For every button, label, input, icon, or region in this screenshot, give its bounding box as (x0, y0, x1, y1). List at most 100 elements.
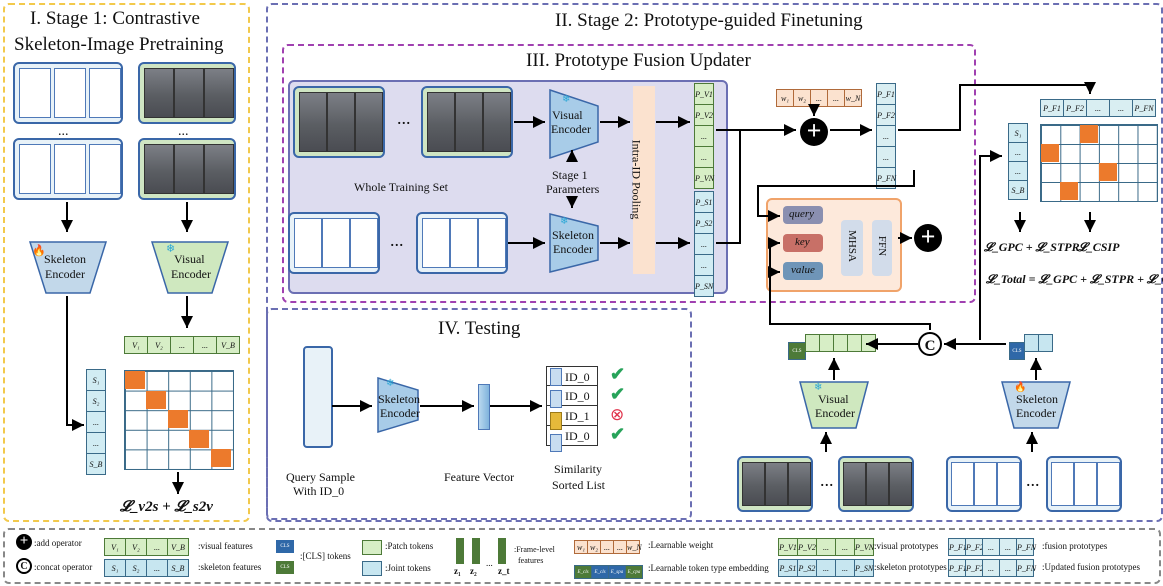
pf-cell: P_F2 (876, 104, 896, 126)
visual-token-row: CLS (788, 334, 876, 360)
legend-frame-level2: features (518, 556, 544, 565)
s-token: S_B (86, 453, 106, 475)
s-token: ... (86, 432, 106, 454)
value-label: value (791, 264, 815, 276)
s-cell: ... (1008, 161, 1028, 181)
legend-z1: z₁ (454, 566, 461, 576)
stage1-skeleton-encoder (28, 241, 108, 294)
snowflake-icon: ❄ (560, 216, 569, 227)
fire-icon: 🔥 (32, 245, 46, 257)
right-person-images-left (737, 456, 813, 512)
cross-icon: ⊗ (610, 405, 625, 424)
legend-frame-level1: :Frame-level (514, 545, 555, 554)
legend-s-cell: S₁ (104, 559, 126, 577)
similarity-label2: Sorted List (552, 478, 605, 492)
feature-vector-bar (478, 384, 490, 430)
feature-vector-label: Feature Vector (444, 470, 515, 484)
right-s-column: S₁ ... ... S_B (1008, 123, 1028, 200)
stage1-skeleton-encoder-label2: Encoder (45, 267, 85, 281)
stage1-dots-left: ... (58, 124, 69, 139)
legend-pf-cell: ... (999, 538, 1017, 556)
key-box (783, 234, 823, 252)
legend-ps-cell: ... (816, 559, 836, 577)
legend-e-cell: E_spa (608, 565, 626, 579)
right-visual-encoder (799, 381, 869, 429)
stage1-visual-encoder-label2: Encoder (171, 267, 211, 281)
id-icon-column (550, 368, 562, 452)
cls-token: CLS (788, 342, 806, 360)
cls-token: CLS (1009, 342, 1025, 360)
legend-z2: z₂ (470, 566, 477, 576)
s-token: ... (86, 411, 106, 433)
legend-pv-row: P_V1P_V2......P_VN (778, 537, 874, 556)
stage1-visual-encoder-label1: Visual (174, 252, 205, 266)
pf-cell: ... (1109, 99, 1133, 117)
ps-cell: P_SN (694, 275, 714, 297)
legend-pf-cell: ... (982, 538, 1000, 556)
v-token: V₂ (147, 336, 171, 354)
pf-cell: ... (1086, 99, 1110, 117)
legend-learnable-weight: :Learnable weight (648, 540, 714, 550)
legend-concat-operator: :concat operator (34, 562, 93, 572)
pf-cell: P_FN (876, 167, 896, 189)
ps-cell: P_S2 (694, 212, 714, 234)
snowflake-icon: ❄ (166, 243, 176, 255)
stage3-visual-encoder (549, 88, 599, 160)
matrix-diag-cell (211, 449, 231, 467)
legend-w-cell: w₂ (587, 540, 601, 554)
legend-pv-cell: P_V1 (778, 538, 798, 556)
testing-skeleton-encoder (377, 376, 419, 434)
right-skeleton-images-right (1046, 456, 1122, 512)
right-visual-encoder-label2: Encoder (815, 406, 855, 420)
stage1-dots-right: ... (178, 124, 189, 139)
intra-id-pooling-block (633, 86, 655, 274)
stage3-visual-encoder-label2: Encoder (551, 122, 591, 136)
legend-cls-blue: CLS (276, 540, 294, 553)
stage1-person-images-bottom (138, 138, 236, 200)
stage1-skeleton-images-bottom (13, 138, 123, 200)
s-cell: S₁ (1008, 123, 1028, 143)
legend-joint-swatch (362, 561, 382, 576)
stage1-visual-encoder (150, 241, 230, 294)
query-sample-label1: Query Sample (286, 470, 355, 484)
pf-cell: ... (876, 146, 896, 168)
stage1-panel (3, 3, 250, 522)
legend-cls-tokens: :[CLS] tokens (300, 551, 351, 561)
legend-w-cell: w_N (626, 540, 642, 554)
legend-pf-cell: P_F2 (965, 559, 984, 577)
dots: ... (390, 230, 404, 250)
legend-add-operator: :add operator (34, 538, 82, 548)
training-skeleton-images-right (416, 212, 508, 274)
ps-cell: P_S1 (694, 191, 714, 213)
right-person-images-right (838, 456, 914, 512)
legend-e-cell: E_cls (574, 565, 592, 579)
fire-icon: 🔥 (1014, 382, 1027, 393)
legend-pv-cell: P_VN (854, 538, 874, 556)
dots: ... (397, 108, 411, 128)
stage2-panel (266, 3, 1163, 522)
legend-w-cell: ... (600, 540, 614, 554)
right-visual-encoder-label1: Visual (818, 392, 849, 406)
snowflake-icon: ❄ (814, 382, 823, 393)
legend-e-cell: E_cls (591, 565, 609, 579)
legend-updated-pf-row: P_F1P_F2......P_FN (948, 558, 1036, 577)
legend-panel (3, 528, 1161, 584)
legend-concat-icon: C (16, 558, 32, 574)
testing-title: IV. Testing (438, 318, 521, 339)
stage1-loss: 𝓛_v2s + 𝓛_s2v (120, 499, 213, 515)
legend-pf-cell: P_F2 (965, 538, 984, 556)
testing-skeleton-encoder-label1: Skeleton (378, 392, 420, 406)
add-operator-icon: + (800, 118, 828, 146)
v-token: ... (170, 336, 194, 354)
pf-cell: ... (876, 125, 896, 147)
value-box (783, 262, 823, 280)
v-token: V_B (216, 336, 240, 354)
legend-fusion-prototypes: :fusion prototypes (1042, 541, 1108, 551)
pv-cell: ... (694, 146, 714, 168)
stage3-panel (282, 44, 976, 303)
s-cell: S_B (1008, 180, 1028, 200)
query-sample-label2: With ID_0 (293, 484, 345, 498)
